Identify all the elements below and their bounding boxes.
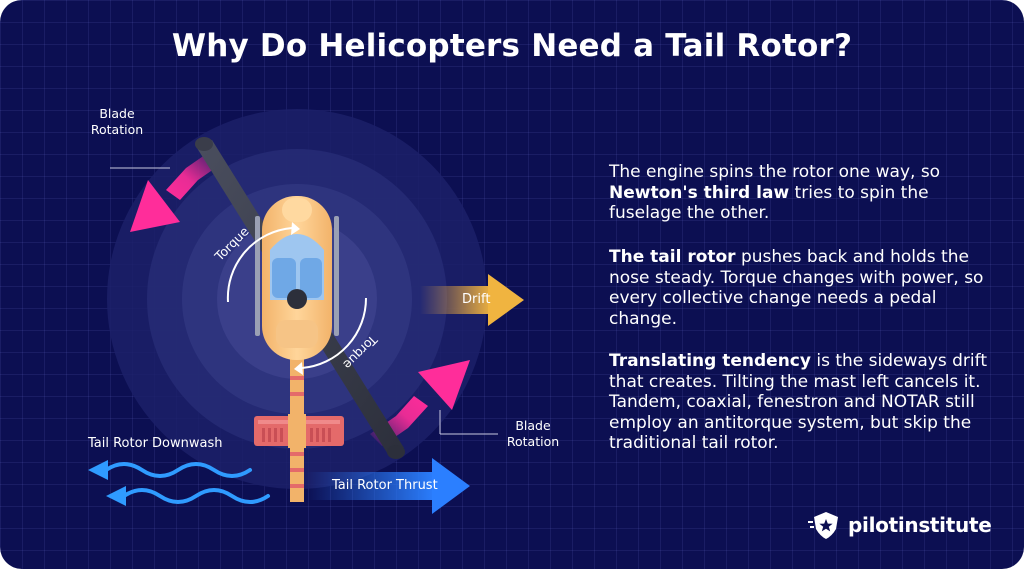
shield-star-icon <box>808 512 838 539</box>
emphasis-newtons-third-law: Newton's third law <box>609 182 790 203</box>
landing-skids <box>255 216 339 336</box>
drift-label: Drift <box>462 292 491 307</box>
tail-rotor <box>254 414 344 448</box>
blade-rotation-label-top: Blade Rotation <box>90 106 144 137</box>
blade-rotation-label-bottom: Blade Rotation <box>506 418 560 449</box>
tail-rotor-thrust-arrow <box>306 458 470 514</box>
paragraph-newton: The engine spins the rotor one way, so N… <box>609 162 941 223</box>
brand-name: pilotinstitute <box>848 513 992 537</box>
tail-rotor-thrust-label: Tail Rotor Thrust <box>332 478 438 493</box>
brand-logo: pilotinstitute <box>842 511 992 539</box>
helicopter-fuselage <box>262 196 332 360</box>
paragraph-translating-tendency: Translating tendency is the sideways dri… <box>609 351 987 453</box>
emphasis-translating-tendency: Translating tendency <box>609 351 811 371</box>
torque-arrows <box>226 222 368 375</box>
drift-arrow <box>420 274 524 326</box>
rotor-hub <box>287 289 307 309</box>
emphasis-tail-rotor: The tail rotor <box>609 247 736 267</box>
tail-rotor-downwash-waves <box>88 460 270 506</box>
tail-rotor-downwash-label: Tail Rotor Downwash <box>88 436 223 451</box>
page-title: Why Do Helicopters Need a Tail Rotor? <box>171 28 853 64</box>
paragraph-tail-rotor: The tail rotor pushes back and holds the… <box>609 247 984 329</box>
